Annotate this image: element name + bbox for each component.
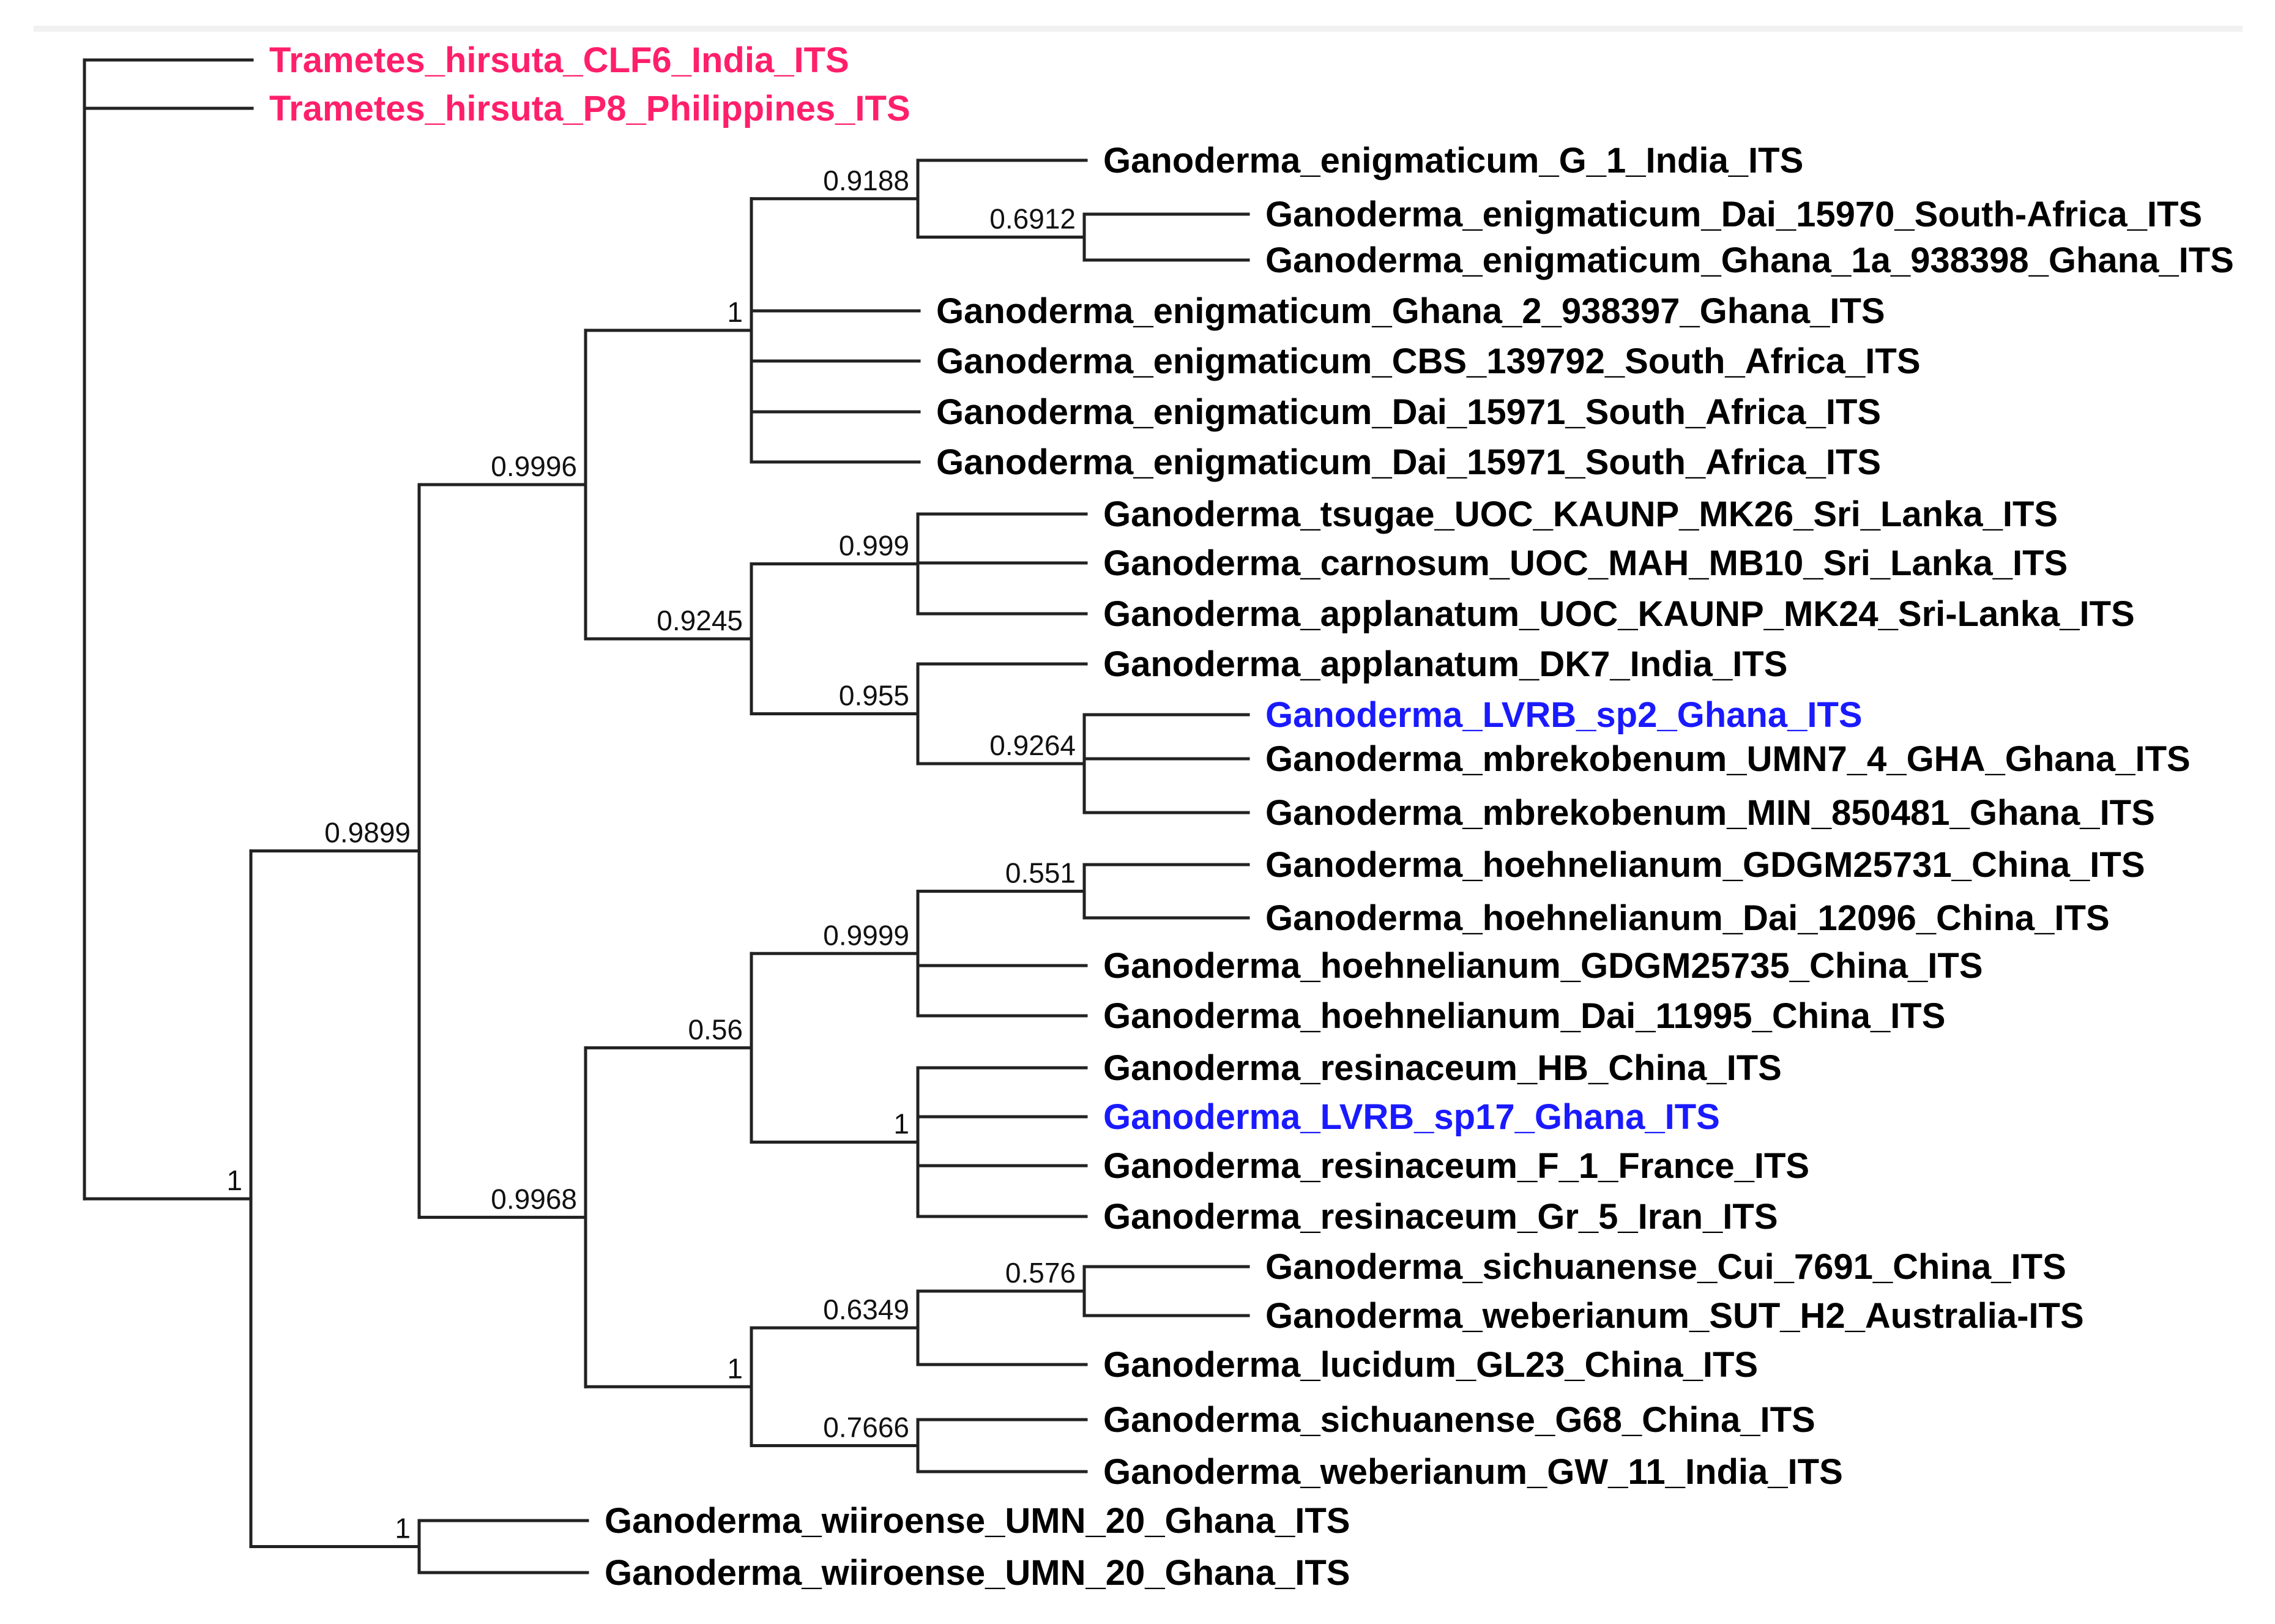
taxon-label: Ganoderma_sichuanense_Cui_7691_China_ITS xyxy=(1265,1247,2066,1287)
support-value-n_0989: 0.9899 xyxy=(324,817,411,849)
support-value-n_09968: 0.9968 xyxy=(491,1183,577,1215)
taxon-label: Ganoderma_hoehnelianum_GDGM25731_China_I… xyxy=(1265,845,2145,885)
support-value-n_06912: 0.6912 xyxy=(989,203,1076,235)
taxon-label: Ganoderma_enigmaticum_Dai_15971_South_Af… xyxy=(936,392,1881,432)
support-value-n_09264: 0.9264 xyxy=(989,729,1076,761)
support-value-n_06349: 0.6349 xyxy=(823,1294,909,1325)
taxon-label: Ganoderma_resinaceum_Gr_5_Iran_ITS xyxy=(1103,1197,1778,1237)
taxon-label: Ganoderma_resinaceum_HB_China_ITS xyxy=(1103,1048,1782,1088)
support-value-n_wiir: 1 xyxy=(395,1513,411,1544)
support-value-n_0576: 0.576 xyxy=(1005,1257,1076,1289)
taxon-label: Ganoderma_resinaceum_F_1_France_ITS xyxy=(1103,1146,1809,1186)
support-value-n_one_b: 1 xyxy=(727,1352,743,1384)
support-value-n_0955: 0.955 xyxy=(839,680,909,712)
taxon-label: Ganoderma_enigmaticum_Dai_15971_South_Af… xyxy=(936,442,1881,482)
support-value-n_056: 0.56 xyxy=(688,1013,743,1045)
taxon-label: Ganoderma_hoehnelianum_Dai_12096_China_I… xyxy=(1265,898,2110,938)
taxon-label: Trametes_hirsuta_P8_Philippines_ITS xyxy=(269,89,910,129)
taxon-label: Ganoderma_mbrekobenum_UMN7_4_GHA_Ghana_I… xyxy=(1265,739,2191,779)
branches xyxy=(83,58,1250,1574)
taxon-label: Ganoderma_hoehnelianum_Dai_11995_China_I… xyxy=(1103,996,1945,1036)
taxon-label: Trametes_hirsuta_CLF6_India_ITS xyxy=(269,40,849,80)
taxon-label: Ganoderma_hoehnelianum_GDGM25735_China_I… xyxy=(1103,946,1983,986)
taxon-label: Ganoderma_weberianum_SUT_H2_Australia-IT… xyxy=(1265,1296,2084,1336)
taxon-label: Ganoderma_LVRB_sp17_Ghana_ITS xyxy=(1103,1097,1720,1137)
support-value-n_enig1: 1 xyxy=(727,296,743,328)
taxon-label: Ganoderma_LVRB_sp2_Ghana_ITS xyxy=(1265,695,1863,735)
support-value-n_09999: 0.9999 xyxy=(823,919,909,951)
taxon-label: Ganoderma_wiiroense_UMN_20_Ghana_ITS xyxy=(605,1553,1350,1593)
taxon-label: Ganoderma_tsugae_UOC_KAUNP_MK26_Sri_Lank… xyxy=(1103,494,2058,534)
taxon-label: Ganoderma_enigmaticum_Dai_15970_South-Af… xyxy=(1265,195,2202,234)
support-value-n_09188: 0.9188 xyxy=(823,165,909,196)
taxon-label: Ganoderma_enigmaticum_Ghana_2_938397_Gha… xyxy=(936,291,1885,331)
leaf-labels: Trametes_hirsuta_CLF6_India_ITS Trametes_… xyxy=(269,40,2234,1593)
support-value-n_one_a: 1 xyxy=(893,1108,909,1140)
taxon-label: Ganoderma_carnosum_UOC_MAH_MB10_Sri_Lank… xyxy=(1103,543,2068,583)
support-value-n_07666: 0.7666 xyxy=(823,1412,909,1443)
taxon-label: Ganoderma_applanatum_DK7_India_ITS xyxy=(1103,644,1787,684)
taxon-label: Ganoderma_enigmaticum_G_1_India_ITS xyxy=(1103,141,1803,181)
taxon-label: Ganoderma_applanatum_UOC_KAUNP_MK24_Sri-… xyxy=(1103,594,2135,634)
support-value-n_0551: 0.551 xyxy=(1005,857,1076,889)
taxon-label: Ganoderma_enigmaticum_Ghana_1a_938398_Gh… xyxy=(1265,240,2234,280)
taxon-label: Ganoderma_lucidum_GL23_China_ITS xyxy=(1103,1345,1758,1385)
taxon-label: Ganoderma_mbrekobenum_MIN_850481_Ghana_I… xyxy=(1265,793,2155,833)
taxon-label: Ganoderma_wiiroense_UMN_20_Ghana_ITS xyxy=(605,1501,1350,1541)
taxon-label: Ganoderma_weberianum_GW_11_India_ITS xyxy=(1103,1452,1843,1492)
support-value-n_09245: 0.9245 xyxy=(657,605,743,636)
support-value-n_09996: 0.9996 xyxy=(491,450,577,482)
taxon-label: Ganoderma_enigmaticum_CBS_139792_South_A… xyxy=(936,341,1921,381)
support-value-n_main: 1 xyxy=(226,1164,242,1196)
taxon-label: Ganoderma_sichuanense_G68_China_ITS xyxy=(1103,1400,1815,1440)
support-value-n_0999: 0.999 xyxy=(839,530,909,562)
support-labels: 1 0.9899 0.9996 1 0.9188 0.6912 0.9245 0.999 0.9… xyxy=(226,165,1076,1544)
